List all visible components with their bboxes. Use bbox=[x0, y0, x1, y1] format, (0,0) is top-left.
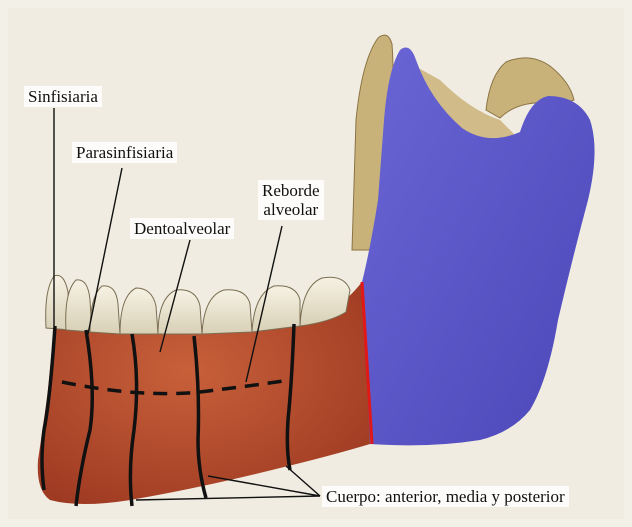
label-reborde-line1: Reborde bbox=[262, 181, 320, 200]
label-reborde-line2: alveolar bbox=[262, 200, 320, 219]
label-dentoalveolar: Dentoalveolar bbox=[130, 218, 234, 239]
label-sinfisiaria: Sinfisiaria bbox=[24, 86, 102, 107]
label-parasinfisiaria: Parasinfisiaria bbox=[72, 142, 177, 163]
label-reborde-alveolar: Reborde alveolar bbox=[258, 180, 324, 220]
label-cuerpo: Cuerpo: anterior, media y posterior bbox=[322, 486, 569, 507]
